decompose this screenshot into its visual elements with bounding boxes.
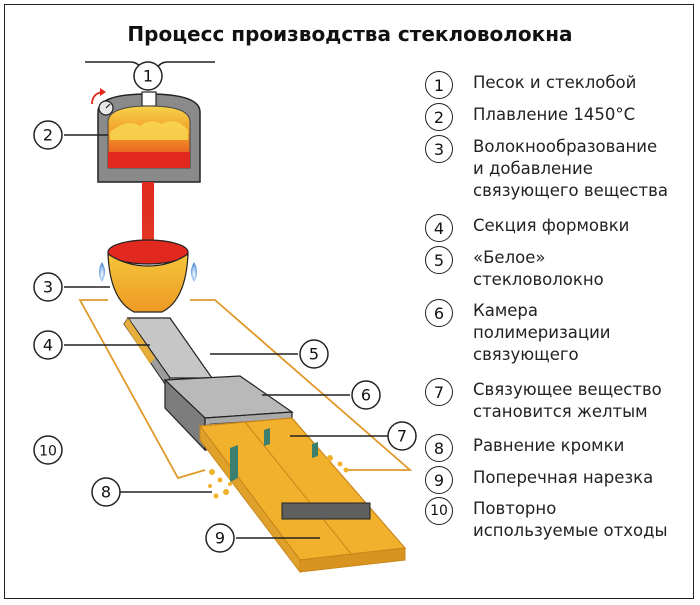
edge-trim-blades — [230, 428, 318, 482]
legend-number: 5 — [425, 246, 453, 274]
forming-section — [123, 317, 214, 385]
legend-item-5: 5 «Белое» стекловолокно — [425, 246, 695, 291]
legend-number: 10 — [425, 497, 453, 525]
legend-text: Песок и стеклобой — [473, 73, 637, 92]
legend-number: 4 — [425, 214, 453, 242]
molten-glass-stream — [142, 182, 154, 252]
callout-number-6: 6 — [361, 386, 371, 405]
trim-blade-left — [230, 445, 238, 482]
waste-loop-lines — [78, 299, 413, 480]
trim-blade-right — [312, 442, 318, 458]
legend-item-2: 2 Плавление 1450°С — [425, 103, 695, 131]
callout-number-9: 9 — [215, 529, 225, 548]
callout-number-10: 10 — [39, 444, 57, 460]
legend-text: Равнение кромки — [473, 436, 625, 455]
callout-circle-7 — [387, 421, 417, 451]
legend-number: 6 — [425, 299, 453, 327]
legend-item-1: 1 Песок и стеклобой — [425, 71, 695, 99]
legend-number: 3 — [425, 135, 453, 163]
edge-waste-particles — [208, 455, 349, 499]
callout-circle-3 — [33, 272, 63, 302]
burner-flame-right-icon — [191, 262, 197, 282]
trim-blade-mid — [264, 428, 270, 446]
legend-item-7: 7 Связующее вещество становится желтым — [425, 378, 695, 423]
burner-flame-left-icon — [99, 262, 105, 282]
legend-text: Волокнообразование и добавление связующе… — [473, 137, 668, 200]
diagram-title: Процесс производства стекловолокна — [127, 22, 573, 46]
callout-number-3: 3 — [43, 278, 53, 297]
legend-text: Связующее вещество становится желтым — [473, 380, 662, 421]
legend-number: 9 — [425, 466, 453, 494]
legend-number: 8 — [425, 434, 453, 462]
callout-leaders — [64, 134, 388, 539]
callout-number-8: 8 — [101, 483, 111, 502]
legend-text: Секция формовки — [473, 216, 630, 235]
legend-item-10: 10 Повторно используемые отходы — [425, 497, 695, 542]
legend-number: 1 — [425, 71, 453, 99]
legend-text: Повторно используемые отходы — [473, 499, 668, 540]
callout-number-5: 5 — [309, 345, 319, 364]
callout-circle-8 — [91, 477, 121, 507]
legend-item-8: 8 Равнение кромки — [425, 434, 695, 462]
furnace-feed-port — [141, 91, 157, 107]
legend-text: Плавление 1450°С — [473, 105, 636, 124]
furnace — [91, 88, 201, 183]
callout-number-7: 7 — [397, 427, 407, 446]
callout-number-2: 2 — [43, 126, 53, 145]
callout-circle-9 — [205, 523, 235, 553]
callout-circle-1 — [133, 61, 163, 91]
callout-circle-6 — [351, 380, 381, 410]
callout-circle-2 — [33, 120, 63, 150]
callout-number-1: 1 — [143, 67, 153, 86]
legend-text: Камера полимеризации связующего — [473, 301, 611, 364]
cross-cutter — [281, 502, 371, 520]
legend-item-9: 9 Поперечная нарезка — [425, 466, 695, 494]
legend-item-4: 4 Секция формовки — [425, 214, 695, 242]
legend-item-3: 3 Волокнообразование и добавление связующ… — [425, 135, 695, 202]
legend-number: 7 — [425, 378, 453, 406]
legend-number: 2 — [425, 103, 453, 131]
callout-markers: 1 2 3 4 5 6 7 8 9 10 — [33, 61, 417, 553]
legend-item-6: 6 Камера полимеризации связующего — [425, 299, 695, 366]
callout-circle-10 — [33, 435, 63, 465]
callout-circle-5 — [299, 339, 329, 369]
callout-number-4: 4 — [43, 336, 53, 355]
fiberizing-spinner — [99, 239, 197, 313]
legend-text: Поперечная нарезка — [473, 468, 654, 487]
callout-circle-4 — [33, 330, 63, 360]
legend-text: «Белое» стекловолокно — [473, 248, 604, 289]
yellow-fiber-mat — [198, 417, 407, 574]
